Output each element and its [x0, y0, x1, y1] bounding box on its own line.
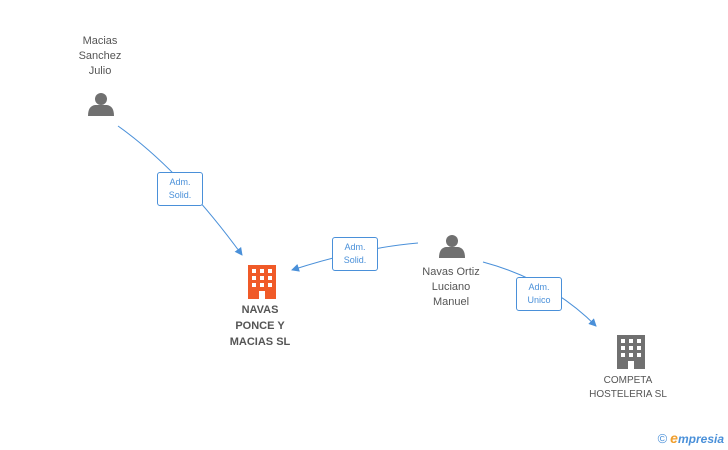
name-line: COMPETA	[603, 375, 653, 386]
name-line: Julio	[88, 65, 112, 77]
person-icon	[439, 235, 465, 258]
edge-label-line: Unico	[527, 295, 551, 305]
name-line: NAVAS	[241, 304, 279, 316]
edge-label-line: Adm.	[528, 282, 550, 292]
edge-label-navasortiz-navas: Adm. Solid.	[332, 237, 378, 271]
name-line: HOSTELERIA SL	[589, 389, 667, 400]
edge-label-line: Adm.	[169, 177, 191, 187]
name-line: PONCE Y	[235, 320, 285, 332]
edge-label-line: Solid.	[343, 255, 367, 265]
edge-label-line: Solid.	[168, 190, 192, 200]
building-icon	[248, 265, 276, 299]
building-icon	[617, 335, 645, 369]
name-line: Sanchez	[78, 50, 122, 62]
company-name-navas-ponce[interactable]: NAVAS PONCE Y MACIAS SL	[214, 302, 306, 350]
edge-label-macias-navas: Adm. Solid.	[157, 172, 203, 206]
name-line: Luciano	[431, 281, 471, 293]
company-name-competa[interactable]: COMPETA HOSTELERIA SL	[576, 374, 680, 402]
person-icon	[88, 93, 114, 116]
edge-label-line: Adm.	[344, 242, 366, 252]
brand-logo-e: e	[670, 430, 678, 446]
name-line: Navas Ortiz	[422, 266, 480, 278]
name-line: MACIAS SL	[229, 336, 291, 348]
person-name-macias[interactable]: Macias Sanchez Julio	[60, 34, 140, 79]
empresia-watermark: ©empresia	[658, 430, 724, 446]
brand-logo-text: mpresia	[677, 432, 724, 446]
person-name-navas-ortiz[interactable]: Navas Ortiz Luciano Manuel	[405, 265, 497, 310]
name-line: Macias	[82, 35, 118, 47]
edge-label-navasortiz-competa: Adm. Unico	[516, 277, 562, 311]
copyright-symbol: ©	[657, 431, 668, 446]
name-line: Manuel	[432, 296, 470, 308]
